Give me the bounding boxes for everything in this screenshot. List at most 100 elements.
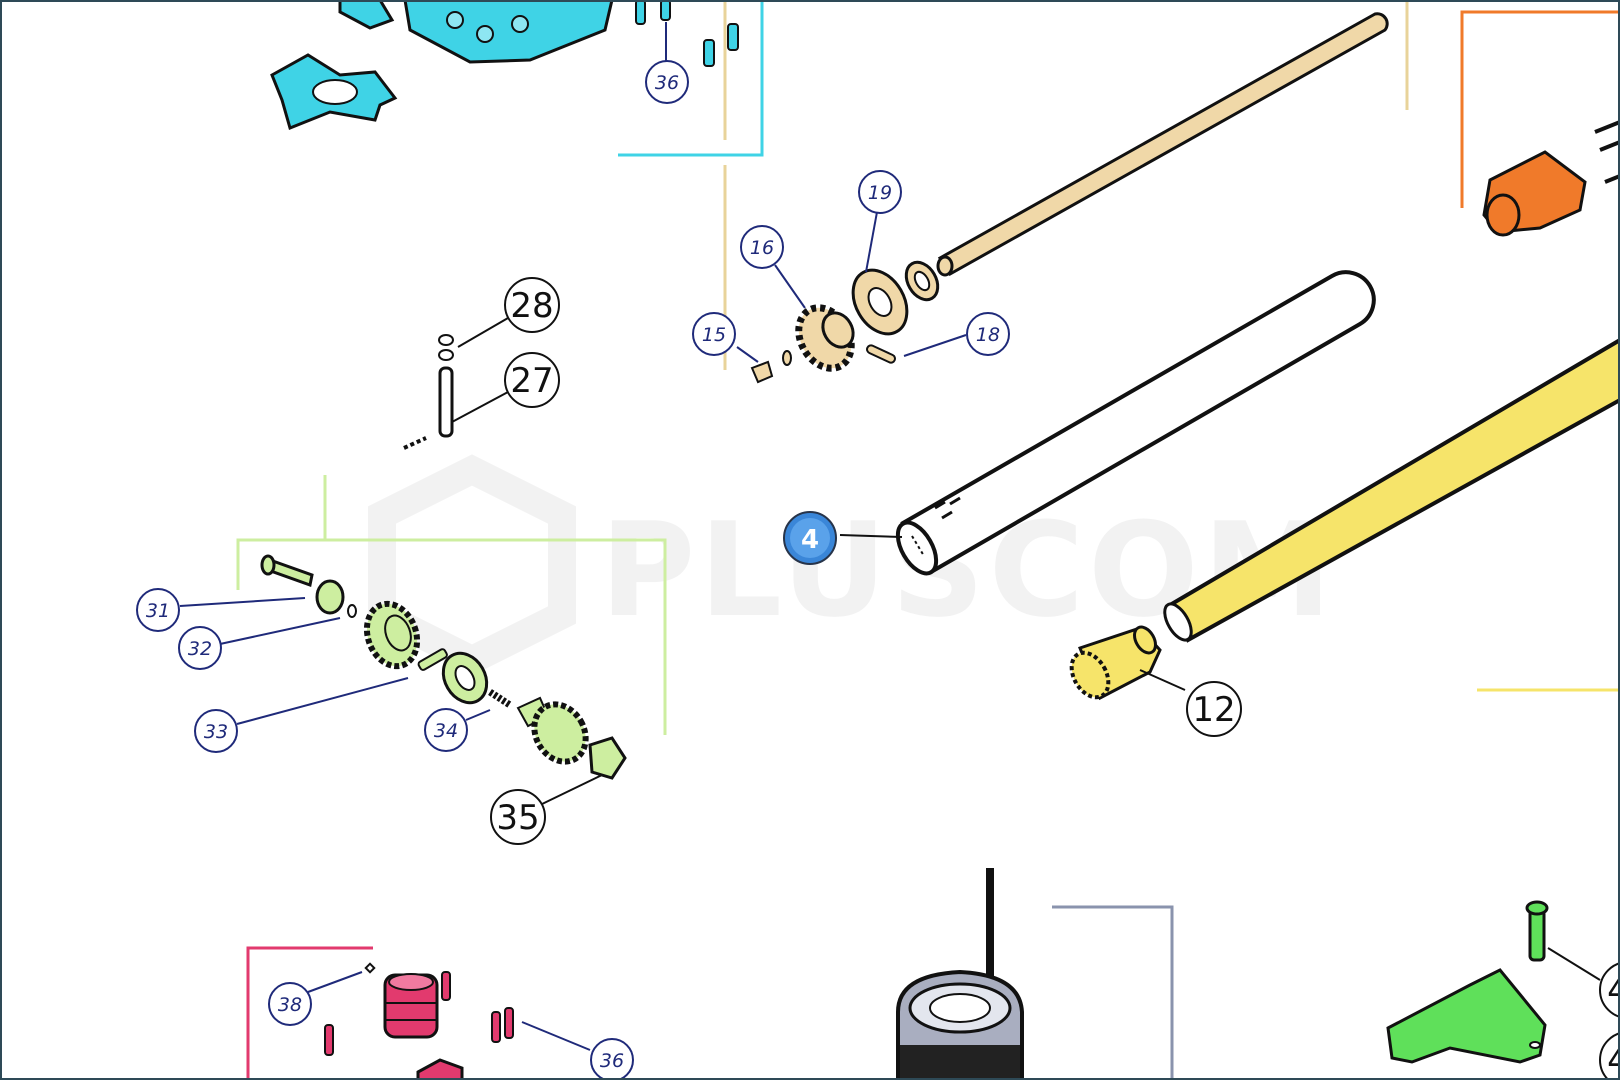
- pin-assembly: [403, 334, 454, 450]
- tan-washer-hole: [913, 270, 931, 292]
- callout-labels: 36 19 16 15 18 28 27 4: [136, 60, 1620, 1080]
- callout-16: 16: [740, 225, 784, 269]
- lime-washer: [347, 604, 357, 618]
- orange-screw: [1594, 120, 1620, 134]
- magenta-part: [416, 1058, 464, 1080]
- yellow-coupler-nose: [1133, 625, 1157, 655]
- white-tube: [895, 270, 1376, 576]
- magenta-screw: [441, 971, 451, 1001]
- callout-circle: [504, 352, 560, 408]
- cyan-plate-hole: [476, 25, 494, 43]
- green-bracket-hole: [1529, 1041, 1541, 1049]
- magenta-screw: [504, 1007, 514, 1039]
- lime-gear-hub: [384, 614, 412, 652]
- o-ring: [438, 334, 454, 346]
- tan-key: [866, 344, 896, 364]
- orange-coupler-end: [1485, 193, 1521, 237]
- callout-32: 32: [178, 626, 222, 670]
- callout-circle: [966, 312, 1010, 356]
- white-tube-part: [900, 270, 1376, 575]
- tan-bearing-hole: [867, 287, 893, 317]
- white-tube-slot: [949, 496, 961, 506]
- pin-shaft: [438, 366, 454, 438]
- callout-text: 32: [188, 638, 212, 660]
- cyan-bracket-part: [338, 0, 395, 30]
- lime-drive-gear: [531, 701, 589, 765]
- callout-text: 18: [976, 324, 1000, 346]
- callout-circle: [740, 225, 784, 269]
- callout-text: 36: [655, 72, 679, 94]
- cyan-parts: [270, 0, 739, 131]
- leader-line: [451, 391, 509, 423]
- cyan-plate-hole: [511, 15, 529, 33]
- group-frames: [236, 0, 1620, 1080]
- magenta-group-frame: [246, 946, 373, 1080]
- callout-circle: [194, 709, 238, 753]
- leader-line: [457, 317, 509, 348]
- leader-line: [903, 334, 967, 357]
- tan-pin: [782, 350, 792, 366]
- cyan-bracket-cutout: [312, 79, 358, 105]
- callout-circle: [136, 588, 180, 632]
- lime-gear-assembly: [260, 554, 627, 780]
- callout-text: 4: [801, 525, 819, 555]
- white-tube-slot: [934, 500, 946, 510]
- grey-drum-base: [900, 1045, 1020, 1080]
- leader-line: [219, 617, 341, 645]
- leader-line: [865, 211, 878, 273]
- callout-15: 15: [692, 312, 736, 356]
- callout-28: 28: [504, 277, 560, 333]
- white-tube-slot: [941, 510, 953, 520]
- magenta-nut: [364, 962, 376, 974]
- yellow-tube-end: [1163, 602, 1193, 642]
- black-antenna-rod: [986, 868, 994, 1003]
- callout-text: 35: [496, 798, 539, 838]
- callout-27: 27: [504, 352, 560, 408]
- cyan-screw: [660, 0, 671, 21]
- callout-text: 19: [868, 182, 892, 204]
- green-bolt: [1528, 908, 1546, 962]
- callout-circle: [692, 312, 736, 356]
- yellow-coupler-end: [1069, 650, 1111, 700]
- callout-12: 12: [1186, 681, 1242, 737]
- leader-line: [307, 971, 363, 993]
- callout-4-right-upper: 4: [1599, 962, 1620, 1018]
- callout-4-highlighted: 4: [783, 511, 837, 565]
- leader-line: [539, 774, 603, 806]
- lime-end-cap: [588, 736, 627, 780]
- callout-text: 36: [600, 1050, 624, 1072]
- leader-line: [839, 534, 903, 538]
- callout-text: 34: [434, 720, 458, 742]
- leader-line: [179, 597, 306, 607]
- callout-circle: [178, 626, 222, 670]
- callout-text: 16: [750, 237, 774, 259]
- orange-screw: [1604, 174, 1620, 184]
- callout-circle: [858, 170, 902, 214]
- grey-drum-parts: [896, 868, 1024, 1080]
- leader-line: [1547, 947, 1601, 981]
- cyan-screw: [635, 0, 646, 25]
- cyan-screw: [703, 39, 715, 67]
- callout-36-bottom: 36: [590, 1038, 634, 1080]
- callout-highlight: [790, 518, 830, 558]
- tan-rod-end: [936, 255, 954, 277]
- callout-circle: [1599, 1032, 1620, 1080]
- leader-line: [465, 709, 491, 721]
- tan-screw: [750, 360, 774, 384]
- callout-text: 31: [146, 600, 170, 622]
- callout-34: 34: [424, 708, 468, 752]
- yellow-tube-assembly: [1069, 337, 1620, 701]
- leader-line: [236, 677, 409, 725]
- leader-line: [736, 346, 759, 363]
- callout-text: 12: [1192, 690, 1235, 730]
- green-bracket: [1386, 968, 1547, 1064]
- cyan-screw: [727, 23, 739, 51]
- magenta-screw: [491, 1011, 501, 1043]
- callout-circle: [268, 982, 312, 1026]
- callout-35: 35: [490, 789, 546, 845]
- magenta-bearing-top: [388, 973, 434, 991]
- callout-text: 4: [1607, 1041, 1620, 1080]
- callout-33: 33: [194, 709, 238, 753]
- lime-spring: [488, 689, 512, 708]
